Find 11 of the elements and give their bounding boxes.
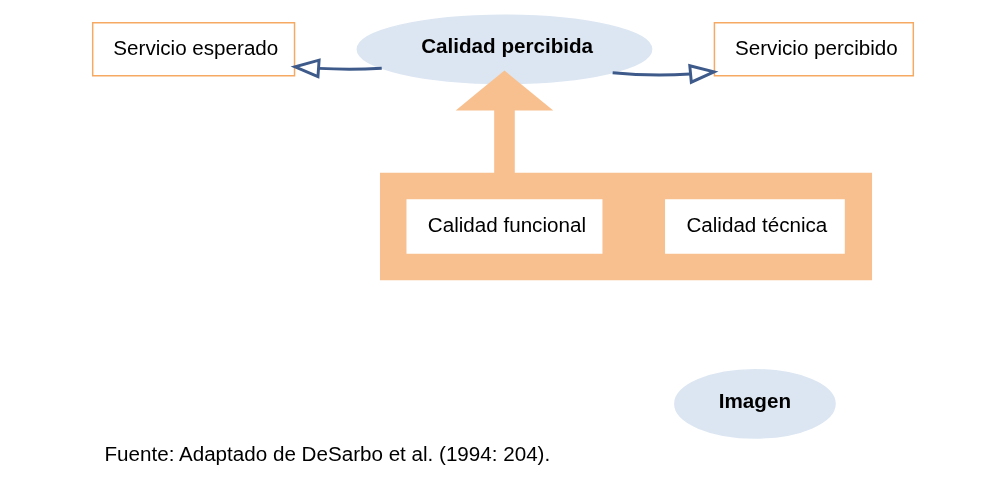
node-box: Calidad funcional [406,198,602,254]
node-ellipse: Calidad percibida [356,13,652,84]
caption: Fuente: Adaptado de DeSarbo et al. (1994: 204). [103,441,550,465]
arrow [290,57,382,79]
node-ellipse: Imagen [673,368,836,439]
node-box: Servicio percibido [713,21,914,77]
node-box: Calidad técnica [664,198,845,254]
arrow [455,70,553,174]
cluster [379,172,872,280]
arrow [612,63,718,84]
node-box: Servicio esperado [91,21,295,77]
